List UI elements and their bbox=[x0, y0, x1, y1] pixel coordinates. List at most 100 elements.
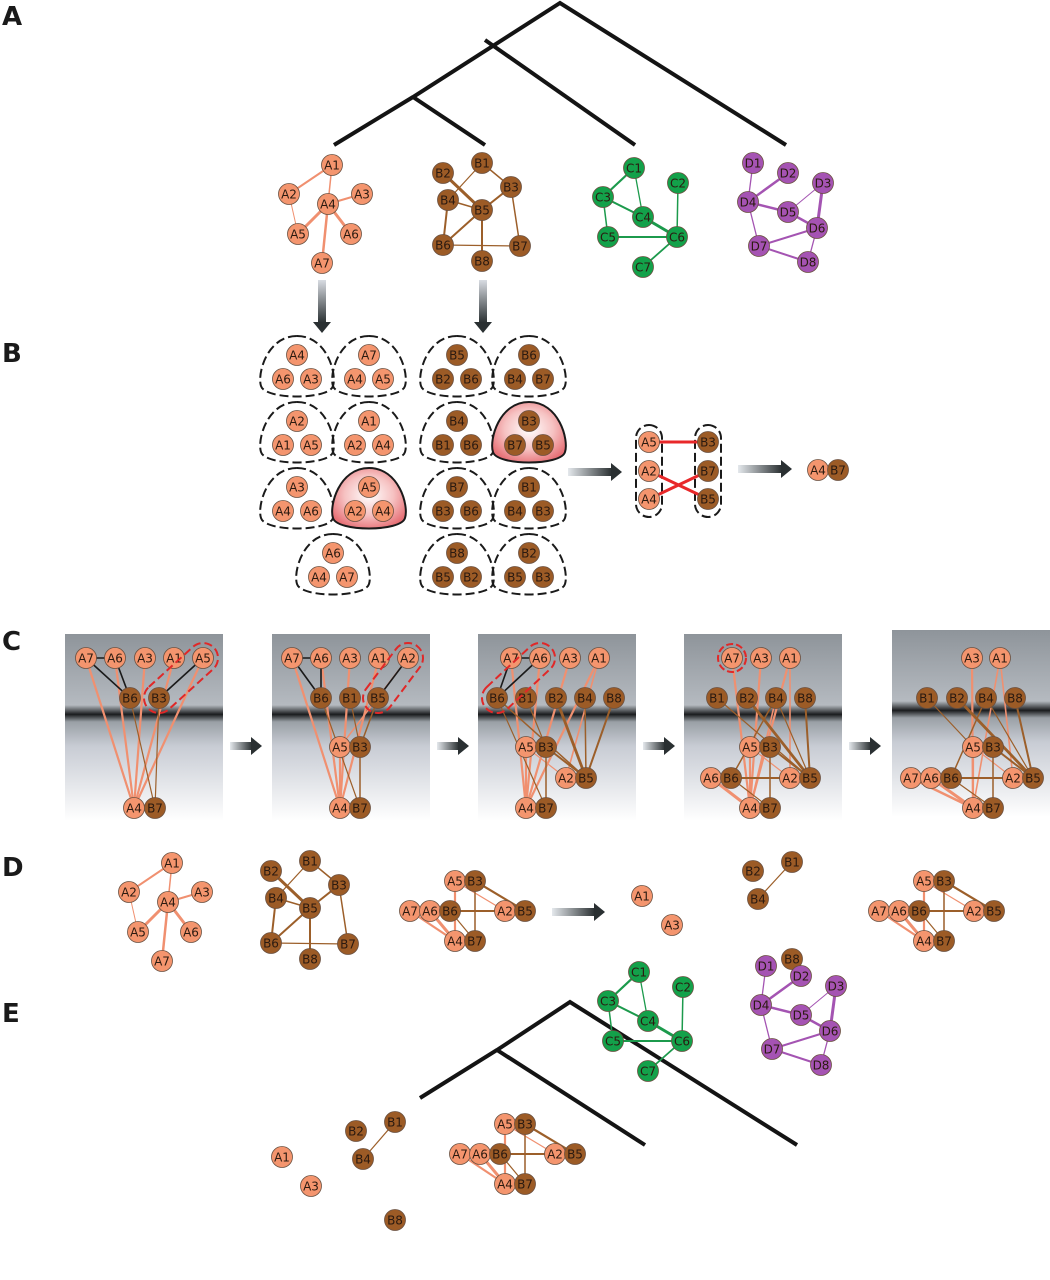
node-label: B2 bbox=[745, 865, 761, 879]
node-circle bbox=[271, 1146, 293, 1168]
node-label: A4 bbox=[311, 571, 327, 585]
node-circle bbox=[545, 687, 567, 709]
node-circle bbox=[975, 687, 997, 709]
node-label: B4 bbox=[355, 1153, 371, 1167]
node-circle bbox=[446, 476, 468, 498]
node-a1: A1 bbox=[989, 647, 1011, 669]
node-label: B4 bbox=[750, 893, 766, 907]
edge bbox=[745, 696, 812, 780]
node-label: A4 bbox=[810, 464, 826, 478]
node-circle bbox=[509, 235, 531, 257]
edge bbox=[84, 656, 136, 810]
triplet-outline bbox=[259, 334, 335, 398]
dendrogram-bottom bbox=[418, 999, 799, 1147]
node-label: B1 bbox=[302, 855, 318, 869]
node-label: A2 bbox=[1005, 772, 1021, 786]
panel-letter-d: D bbox=[2, 853, 24, 883]
node-label: A5 bbox=[965, 741, 981, 755]
node-a4: A4 bbox=[272, 500, 294, 522]
edge-b6-b7 bbox=[270, 942, 349, 945]
arrow-shaft bbox=[643, 742, 665, 750]
node-label: B5 bbox=[535, 439, 551, 453]
node-a6: A6 bbox=[888, 900, 910, 922]
tree-branch bbox=[483, 38, 637, 147]
node-b5: B5 bbox=[504, 566, 526, 588]
node-label: B6 bbox=[463, 505, 479, 519]
node-b6: B6 bbox=[489, 1143, 511, 1165]
node-circle bbox=[464, 870, 486, 892]
node-circle bbox=[940, 767, 962, 789]
node-a2: A2 bbox=[1002, 767, 1024, 789]
node-circle bbox=[336, 566, 358, 588]
node-label: B7 bbox=[340, 938, 356, 952]
node-circle bbox=[983, 900, 1005, 922]
node-label: A4 bbox=[347, 373, 363, 387]
edge bbox=[585, 697, 615, 779]
node-label: B8 bbox=[784, 953, 800, 967]
node-circle bbox=[310, 647, 332, 669]
node-a1: A1 bbox=[588, 647, 610, 669]
node-a4: A4 bbox=[515, 797, 537, 819]
node-circle bbox=[518, 344, 540, 366]
edge bbox=[584, 697, 587, 779]
node-circle bbox=[514, 1113, 536, 1135]
node-a3: A3 bbox=[339, 647, 361, 669]
node-label: A2 bbox=[547, 1148, 563, 1162]
edge bbox=[985, 697, 1034, 779]
node-a4: A4 bbox=[157, 891, 179, 913]
node-a1: A1 bbox=[631, 885, 653, 907]
node-a7: A7 bbox=[336, 566, 358, 588]
triplet-outline bbox=[491, 466, 567, 530]
node-circle bbox=[628, 961, 650, 983]
node-circle bbox=[667, 172, 689, 194]
node-b3: B3 bbox=[535, 736, 557, 758]
node-b2: B2 bbox=[736, 687, 758, 709]
node-b4: B4 bbox=[352, 1148, 374, 1170]
node-a6: A6 bbox=[529, 647, 551, 669]
node-label: B1 bbox=[474, 157, 490, 171]
node-circle bbox=[322, 542, 344, 564]
node-circle bbox=[300, 1175, 322, 1197]
node-b3: B3 bbox=[349, 736, 371, 758]
node-a3: A3 bbox=[559, 647, 581, 669]
node-label: B4 bbox=[978, 692, 994, 706]
node-a5: A5 bbox=[515, 736, 537, 758]
node-circle bbox=[340, 223, 362, 245]
node-c2: C2 bbox=[672, 976, 694, 998]
node-b2: B2 bbox=[946, 687, 968, 709]
node-b8: B8 bbox=[299, 948, 321, 970]
node-a5: A5 bbox=[962, 736, 984, 758]
triplet-outline bbox=[419, 400, 495, 464]
node-circle bbox=[300, 434, 322, 456]
node-a6: A6 bbox=[469, 1143, 491, 1165]
node-label: B1 bbox=[435, 439, 451, 453]
node-b7: B7 bbox=[535, 797, 557, 819]
node-a6: A6 bbox=[180, 921, 202, 943]
node-label: A5 bbox=[447, 875, 463, 889]
node-label: D5 bbox=[780, 206, 797, 220]
edge bbox=[319, 656, 342, 810]
node-label: A4 bbox=[275, 505, 291, 519]
node-a4: A4 bbox=[123, 797, 145, 819]
node-a7: A7 bbox=[449, 1143, 471, 1165]
node-circle bbox=[518, 542, 540, 564]
node-label: A6 bbox=[891, 905, 907, 919]
node-circle bbox=[720, 767, 742, 789]
node-circle bbox=[810, 1054, 832, 1076]
node-a5: A5 bbox=[638, 431, 660, 453]
node-circle bbox=[806, 217, 828, 239]
node-circle bbox=[532, 434, 554, 456]
node-circle bbox=[574, 687, 596, 709]
node-circle bbox=[504, 368, 526, 390]
node-a1: A1 bbox=[271, 1146, 293, 1168]
node-a3: A3 bbox=[961, 647, 983, 669]
node-circle bbox=[260, 860, 282, 882]
node-circle bbox=[367, 687, 389, 709]
triplet-outline bbox=[419, 466, 495, 530]
node-label: C1 bbox=[631, 966, 647, 980]
node-b7: B7 bbox=[509, 235, 531, 257]
node-label: A7 bbox=[339, 571, 355, 585]
arrow-shaft bbox=[552, 908, 595, 916]
